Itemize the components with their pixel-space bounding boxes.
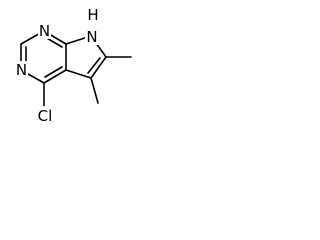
atom-n7-h: N H [85,6,100,46]
bond-c4-c4a [43,69,67,84]
bond-c4-c4a-inner [44,66,63,78]
atom-n3-label: N [16,61,27,79]
atom-n1-label: N [39,22,50,40]
atom-n3: N [15,61,28,79]
bond-c6-c5 [90,56,107,79]
atom-n1: N [38,22,51,40]
atom-cl: Cl [35,106,55,125]
bond-c6-c5-inner [87,57,101,74]
atom-n7-label: N [86,28,97,46]
atom-h-label: H [87,6,98,24]
bond-c5-c4a [65,69,92,79]
atom-cl-label: Cl [38,107,53,125]
molecule-structure: N N N H Cl [15,6,132,125]
bond-c5-methyl [90,77,99,104]
